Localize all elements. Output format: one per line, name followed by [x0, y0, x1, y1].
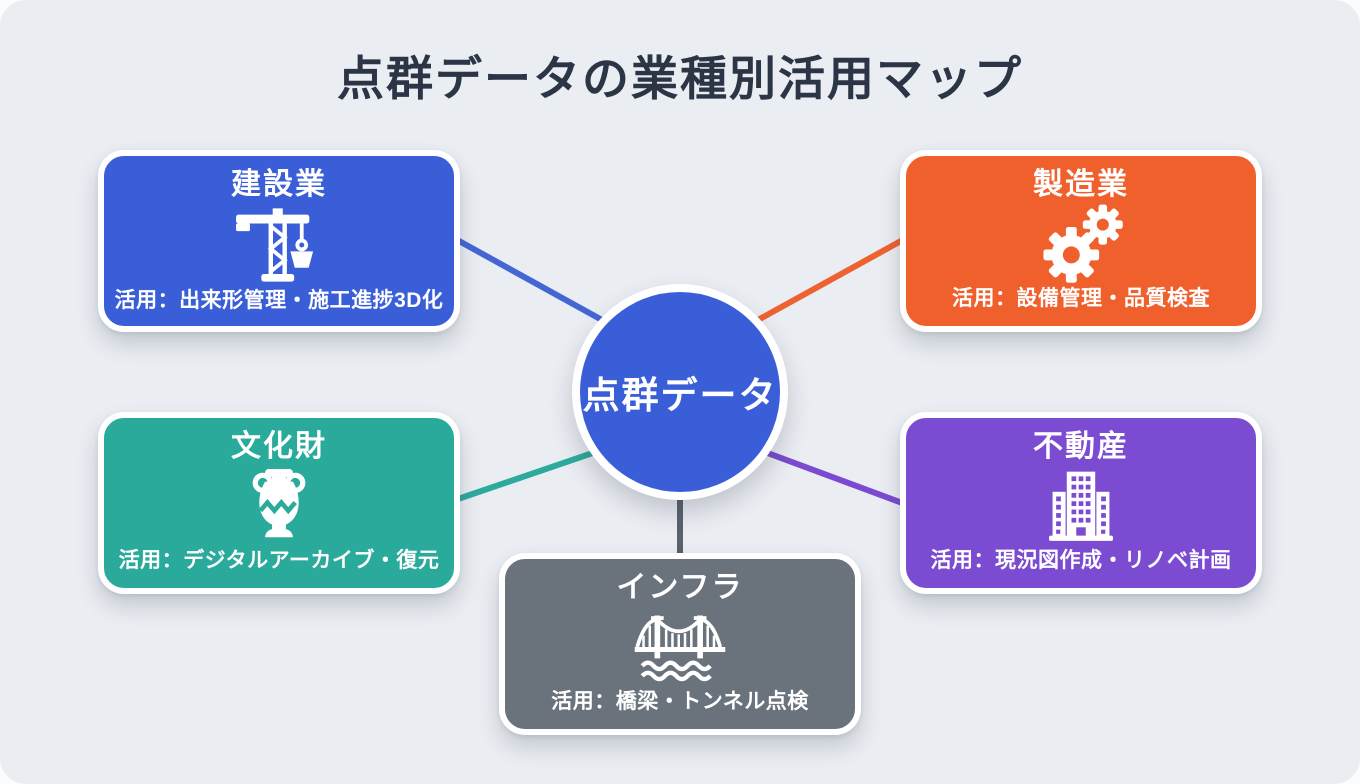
node-card-culture: 文化財 活用：デジタルアーカイブ・復元 [98, 412, 460, 594]
node-card-realestate: 不動産 活用：現況図作成・リノベ計画 [900, 412, 1262, 594]
amphora-icon [235, 465, 323, 547]
node-title-infra: インフラ [616, 571, 744, 604]
node-card-construction: 建設業 活用：出来形管理・施工進捗3D化 [98, 150, 460, 332]
node-usage-infra: 活用：橋梁・トンネル点検 [551, 689, 809, 713]
node-title-construction: 建設業 [231, 168, 327, 201]
node-usage-realestate: 活用：現況図作成・リノベ計画 [930, 548, 1232, 572]
center-node: 点群データ [572, 284, 788, 500]
page-title: 点群データの業種別活用マップ [337, 52, 1023, 105]
bridge-icon [630, 606, 730, 688]
center-label: 点群データ [582, 375, 778, 416]
node-usage-manufacturing: 活用：設備管理・品質検査 [952, 286, 1210, 310]
node-title-realestate: 不動産 [1033, 430, 1129, 463]
node-usage-construction: 活用：出来形管理・施工進捗3D化 [114, 289, 444, 312]
node-title-manufacturing: 製造業 [1033, 168, 1129, 201]
node-card-infra: インフラ [499, 553, 861, 735]
node-card-manufacturing: 製造業 [900, 150, 1262, 332]
building-icon [1036, 465, 1126, 547]
node-usage-culture: 活用：デジタルアーカイブ・復元 [118, 548, 440, 572]
node-title-culture: 文化財 [231, 430, 327, 463]
crane-icon [231, 203, 327, 287]
gears-icon [1035, 203, 1127, 285]
